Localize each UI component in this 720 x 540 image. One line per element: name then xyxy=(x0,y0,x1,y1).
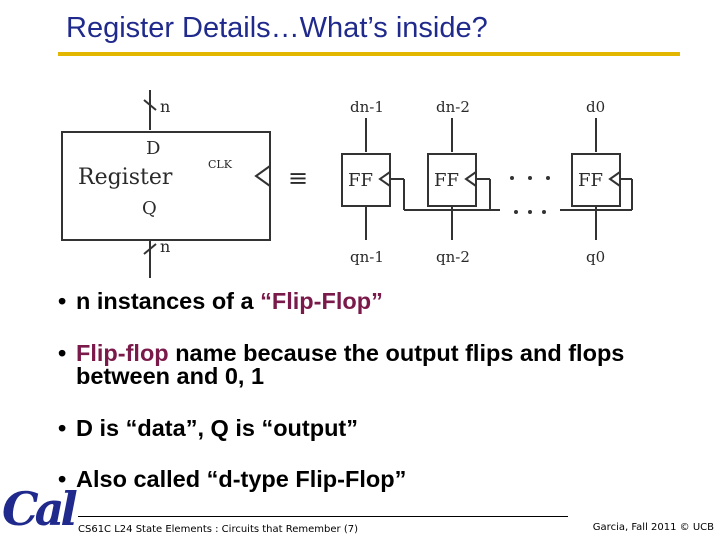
register-d-label: D xyxy=(146,138,160,159)
bullet-dot: • xyxy=(58,414,67,441)
equivalence-symbol: ≡ xyxy=(288,164,308,192)
ff-output-label-1: qn-1 xyxy=(350,248,384,266)
register-q-label: Q xyxy=(142,198,157,219)
bullet-2-highlight: Flip-flop xyxy=(76,339,169,366)
ff-input-label-3: d0 xyxy=(586,98,605,116)
ff-output-label-3: q0 xyxy=(586,248,605,266)
bullet-dot: • xyxy=(58,339,67,366)
slide-title: Register Details…What’s inside? xyxy=(66,12,488,44)
bullet-3: • D is “data”, Q is “output” xyxy=(58,414,698,441)
ff-input-label-2: dn-2 xyxy=(436,98,470,116)
bullet-4-text: Also called “d-type Flip-Flop” xyxy=(76,466,407,492)
ff-label-1: FF xyxy=(348,170,373,191)
register-n-out: n xyxy=(160,237,170,256)
bullet-1-highlight: “Flip-Flop” xyxy=(260,288,383,314)
bullet-2: • Flip-flop name because the output flip… xyxy=(58,339,698,389)
register-clk-label: CLK xyxy=(208,158,233,171)
ff-clk-3 xyxy=(608,171,621,187)
bullet-2-text: name because the output flips and flops … xyxy=(76,339,625,389)
bullet-list: • n instances of a “Flip-Flop” • Flip-fl… xyxy=(58,288,698,520)
footer-course-info: CS61C L24 State Elements : Circuits that… xyxy=(78,524,358,535)
ff-clk-1 xyxy=(378,171,391,187)
register-n-in: n xyxy=(160,97,170,116)
bullet-1: • n instances of a “Flip-Flop” xyxy=(58,288,698,314)
ff-clk-2 xyxy=(464,171,477,187)
register-label: Register xyxy=(78,165,173,190)
bullet-dot: • xyxy=(58,466,67,492)
ff-label-2: FF xyxy=(434,170,459,191)
bullet-4: • Also called “d-type Flip-Flop” xyxy=(58,466,698,492)
register-output-slash xyxy=(143,243,157,255)
bullet-dot: • xyxy=(58,288,67,314)
register-diagram: n D Register CLK Q n ≡ dn-1 dn-2 d0 FF F… xyxy=(61,90,633,278)
ff-input-label-1: dn-1 xyxy=(350,98,384,116)
bullet-3-text: D is “data”, Q is “output” xyxy=(76,414,359,441)
ff-output-label-2: qn-2 xyxy=(436,248,470,266)
footer-author: Garcia, Fall 2011 © UCB xyxy=(592,522,714,533)
register-clk-triangle xyxy=(254,165,271,187)
footer-divider xyxy=(78,516,568,517)
ff-label-3: FF xyxy=(578,170,603,191)
register-input-slash xyxy=(143,99,157,111)
cal-logo: Cal xyxy=(2,482,78,536)
title-underline xyxy=(58,52,680,56)
bullet-1-text: n instances of a xyxy=(76,288,261,314)
